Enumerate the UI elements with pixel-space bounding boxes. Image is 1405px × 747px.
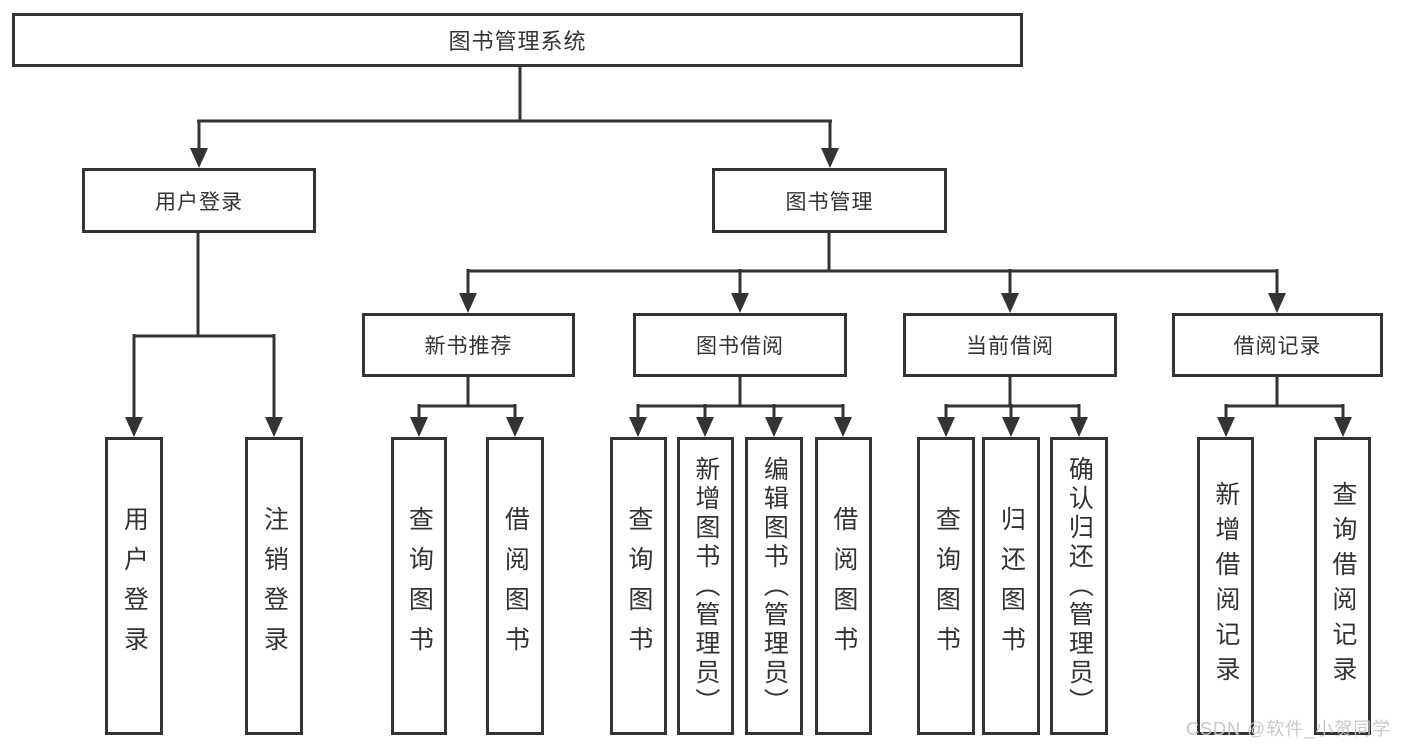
leaf-query-books-recommend-label: 查询图书 bbox=[405, 506, 434, 666]
leaf-query-books-current: 查询图书 bbox=[917, 437, 975, 735]
node-new-book-recommend: 新书推荐 bbox=[362, 313, 575, 377]
leaf-borrow-books-label: 借阅图书 bbox=[829, 506, 858, 666]
leaf-confirm-return-admin-label: 确认归还（管理员） bbox=[1065, 455, 1094, 717]
leaf-query-borrow-record: 查询借阅记录 bbox=[1314, 437, 1371, 735]
leaf-query-books-current-label: 查询图书 bbox=[932, 506, 961, 666]
leaf-add-book-admin-label: 新增图书（管理员） bbox=[691, 455, 720, 717]
connector-paths bbox=[132, 67, 1345, 419]
leaf-borrow-books: 借阅图书 bbox=[815, 437, 872, 735]
node-root-label: 图书管理系统 bbox=[448, 29, 587, 54]
node-book-borrow: 图书借阅 bbox=[633, 313, 847, 377]
leaf-logout-login: 注销登录 bbox=[245, 437, 303, 735]
leaf-query-borrow-record-label: 查询借阅记录 bbox=[1328, 481, 1357, 691]
leaf-borrow-books-recommend-label: 借阅图书 bbox=[501, 506, 530, 666]
node-current-borrow-label: 当前借阅 bbox=[966, 335, 1054, 358]
leaf-edit-book-admin-label: 编辑图书（管理员） bbox=[760, 455, 789, 717]
node-borrow-records: 借阅记录 bbox=[1172, 313, 1383, 377]
node-book-management: 图书管理 bbox=[712, 168, 947, 233]
node-user-login-label: 用户登录 bbox=[155, 190, 243, 214]
leaf-user-login-label: 用户登录 bbox=[120, 506, 149, 666]
node-borrow-records-label: 借阅记录 bbox=[1233, 335, 1322, 358]
leaf-query-books-borrow: 查询图书 bbox=[610, 437, 667, 735]
leaf-add-borrow-record: 新增借阅记录 bbox=[1197, 437, 1254, 735]
node-root: 图书管理系统 bbox=[12, 13, 1023, 67]
node-book-borrow-label: 图书借阅 bbox=[696, 335, 784, 358]
leaf-user-login: 用户登录 bbox=[105, 437, 163, 735]
leaf-return-book: 归还图书 bbox=[982, 437, 1040, 735]
leaf-logout-login-label: 注销登录 bbox=[260, 506, 289, 666]
node-new-book-recommend-label: 新书推荐 bbox=[424, 335, 513, 358]
leaf-borrow-books-recommend: 借阅图书 bbox=[486, 437, 544, 735]
leaf-confirm-return-admin: 确认归还（管理员） bbox=[1050, 437, 1108, 735]
leaf-edit-book-admin: 编辑图书（管理员） bbox=[745, 437, 803, 735]
arrowheads bbox=[125, 148, 1352, 437]
leaf-query-books-recommend: 查询图书 bbox=[391, 437, 447, 735]
node-current-borrow: 当前借阅 bbox=[903, 313, 1117, 377]
leaf-add-book-admin: 新增图书（管理员） bbox=[677, 437, 734, 735]
leaf-return-book-label: 归还图书 bbox=[997, 506, 1026, 666]
node-user-login: 用户登录 bbox=[82, 168, 316, 233]
node-book-management-label: 图书管理 bbox=[785, 190, 874, 214]
csdn-watermark: CSDN @软件_小贺同学 bbox=[1186, 719, 1392, 739]
leaf-add-borrow-record-label: 新增借阅记录 bbox=[1211, 481, 1240, 691]
leaf-query-books-borrow-label: 查询图书 bbox=[624, 506, 653, 666]
